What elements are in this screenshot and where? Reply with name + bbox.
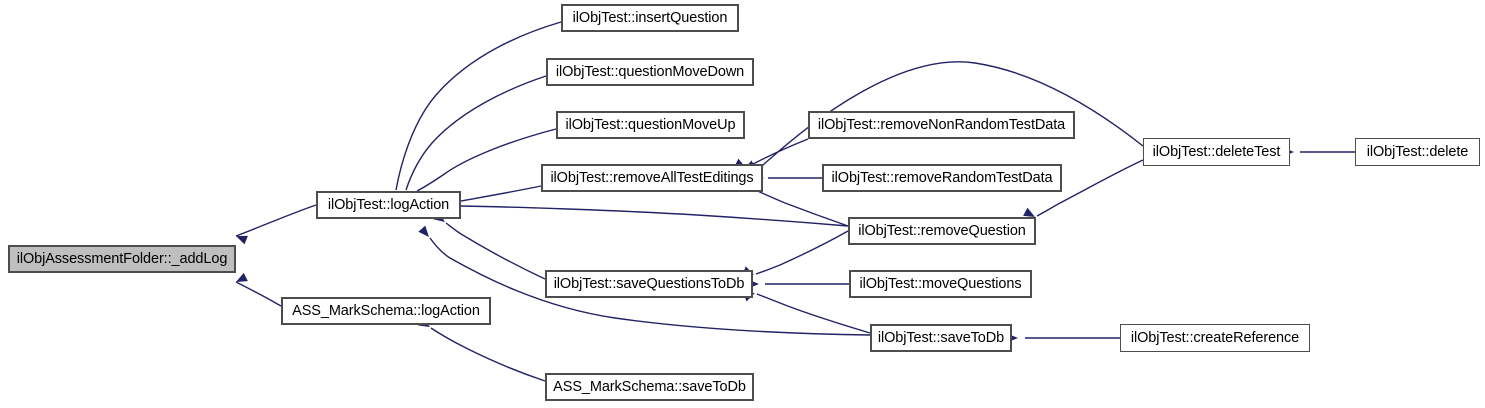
graph-node-deleteTest[interactable]: ilObjTest::deleteTest	[1143, 138, 1290, 166]
graph-edge	[756, 293, 871, 334]
graph-edge	[235, 281, 282, 307]
graph-arrowhead	[418, 225, 429, 237]
graph-edge	[430, 327, 546, 382]
graph-node-label: ilObjTest::saveToDb	[877, 329, 1005, 346]
graph-edge	[416, 128, 557, 192]
graph-node-label: ilObjTest::removeNonRandomTestData	[817, 116, 1066, 133]
graph-node-label: ilObjTest::insertQuestion	[572, 9, 728, 26]
graph-arrowhead	[236, 272, 248, 282]
graph-node-markLogAction[interactable]: ASS_MarkSchema::logAction	[281, 297, 491, 325]
graph-node-label: ilObjTest::logAction	[327, 196, 450, 213]
graph-edge	[460, 185, 542, 202]
graph-node-label: ilObjTest::questionMoveDown	[555, 63, 745, 80]
graph-edge	[746, 138, 809, 168]
graph-node-logAction[interactable]: ilObjTest::logAction	[316, 191, 461, 219]
graph-node-label: ilObjTest::removeQuestion	[858, 222, 1026, 239]
graph-node-questionMoveDown[interactable]: ilObjTest::questionMoveDown	[546, 58, 754, 86]
graph-node-removeAllTestEditings[interactable]: ilObjTest::removeAllTestEditings	[541, 164, 763, 192]
graph-edge	[755, 230, 849, 275]
graph-node-moveQuestions[interactable]: ilObjTest::moveQuestions	[849, 270, 1032, 298]
graph-edge	[235, 204, 317, 237]
graph-node-questionMoveUp[interactable]: ilObjTest::questionMoveUp	[556, 111, 745, 139]
graph-node-delete[interactable]: ilObjTest::delete	[1355, 138, 1480, 166]
graph-node-label: ilObjTest::delete	[1366, 143, 1469, 160]
graph-node-label: ASS_MarkSchema::saveToDb	[553, 378, 746, 395]
graph-node-removeRandomTestData[interactable]: ilObjTest::removeRandomTestData	[822, 164, 1062, 192]
graph-node-label: ilObjTest::createReference	[1130, 329, 1300, 346]
graph-edge	[460, 205, 849, 227]
graph-node-removeQuestion[interactable]: ilObjTest::removeQuestion	[848, 217, 1036, 245]
graph-node-saveQuestionsToDb[interactable]: ilObjTest::saveQuestionsToDb	[545, 270, 753, 298]
graph-arrowhead	[236, 235, 248, 245]
graph-node-createReference[interactable]: ilObjTest::createReference	[1120, 324, 1310, 352]
graph-node-label: ilObjTest::questionMoveUp	[565, 116, 736, 133]
graph-node-addLog[interactable]: ilObjAssessmentFolder::_addLog	[8, 245, 236, 273]
graph-node-label: ilObjTest::removeRandomTestData	[831, 169, 1053, 186]
graph-node-label: ilObjTest::saveQuestionsToDb	[553, 275, 745, 292]
graph-node-label: ilObjAssessmentFolder::_addLog	[16, 250, 228, 267]
graph-node-insertQuestion[interactable]: ilObjTest::insertQuestion	[561, 4, 739, 32]
graph-node-saveToDb[interactable]: ilObjTest::saveToDb	[870, 324, 1012, 352]
graph-node-removeNonRandomTestData[interactable]: ilObjTest::removeNonRandomTestData	[808, 111, 1075, 139]
graph-node-label: ilObjTest::moveQuestions	[859, 275, 1022, 292]
graph-node-markSaveToDb[interactable]: ASS_MarkSchema::saveToDb	[545, 373, 754, 401]
graph-edge	[395, 21, 562, 191]
graph-edge	[405, 75, 547, 191]
graph-edge	[752, 188, 849, 227]
graph-node-label: ASS_MarkSchema::logAction	[292, 302, 480, 319]
graph-edge	[445, 222, 546, 280]
graph-node-label: ilObjTest::removeAllTestEditings	[550, 169, 754, 186]
graph-node-label: ilObjTest::deleteTest	[1152, 143, 1281, 160]
